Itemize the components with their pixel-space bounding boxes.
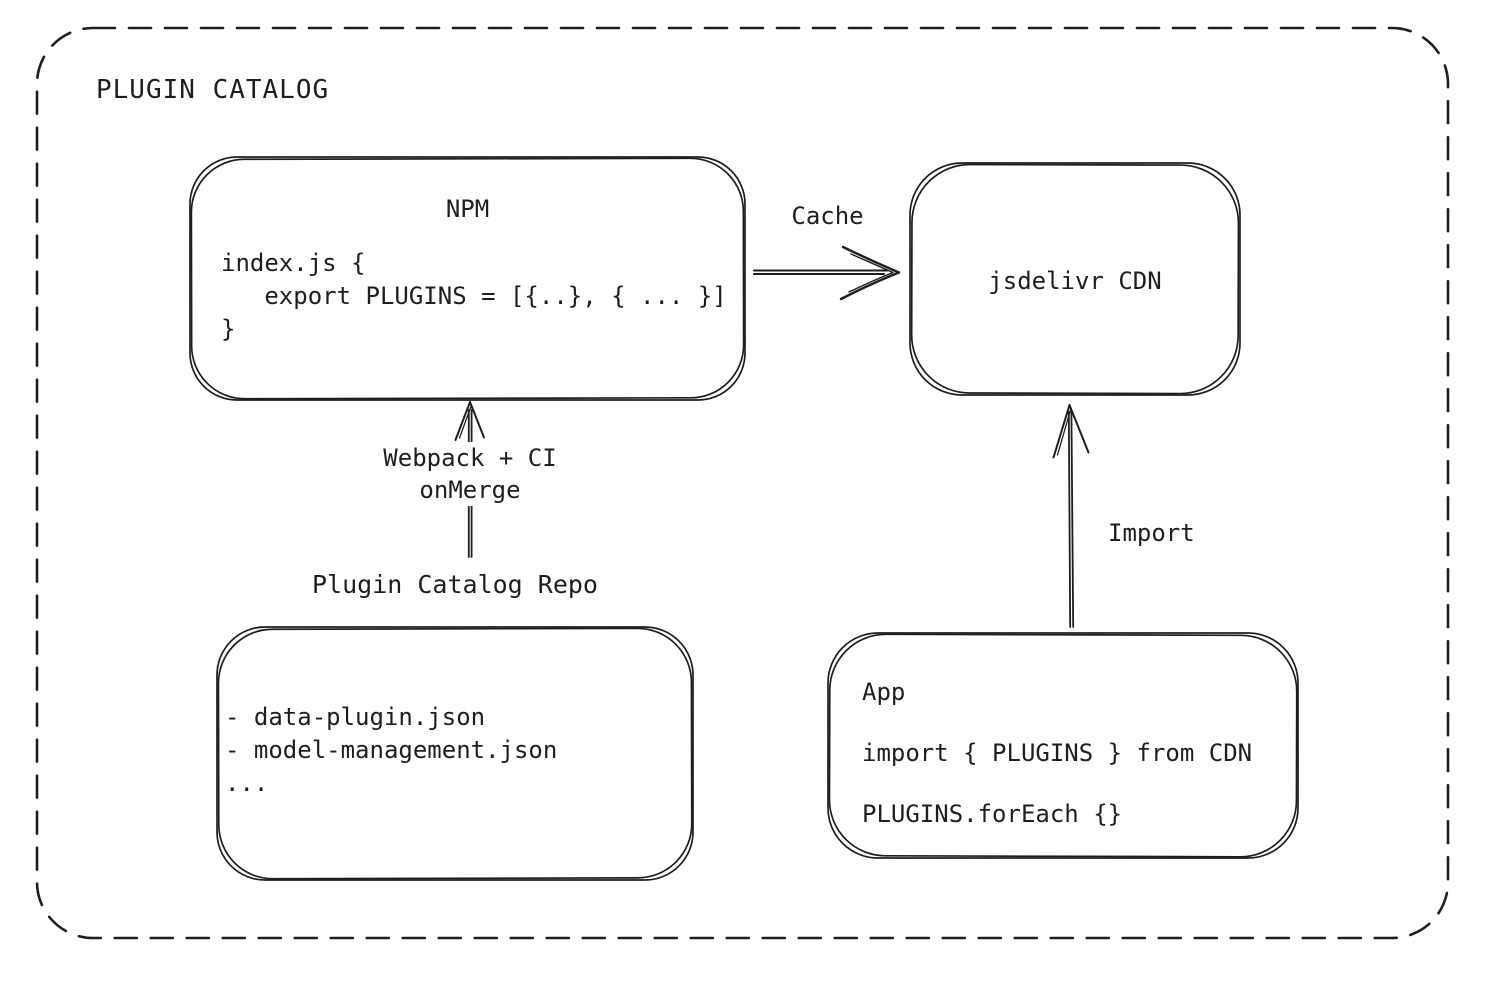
repo-box-title: Plugin Catalog Repo <box>312 570 598 599</box>
app-code-line: PLUGINS.forEach {} <box>862 800 1123 828</box>
build-arrow-label-line2: onMerge <box>419 476 521 504</box>
npm-box-outline <box>189 156 746 401</box>
import-arrow <box>1052 404 1090 628</box>
outer-dashed-boundary <box>35 26 1450 940</box>
npm-code-line: index.js { <box>221 249 366 277</box>
cdn-box-label: jsdelivr CDN <box>988 267 1162 295</box>
repo-file-item: - data-plugin.json <box>225 703 486 731</box>
app-box-outline <box>827 632 1299 859</box>
cache-arrow-label: Cache <box>791 202 864 230</box>
diagram-title: PLUGIN CATALOG <box>96 75 330 105</box>
import-arrow-label: Import <box>1108 519 1195 547</box>
npm-code-block: index.js { export PLUGINS = [{..}, { ...… <box>221 247 727 346</box>
npm-box-title: NPM <box>445 195 490 223</box>
repo-file-item: - model-management.json <box>225 736 558 764</box>
npm-code-line: export PLUGINS = [{..}, { ... }] <box>221 282 727 310</box>
repo-box-outline <box>216 626 694 881</box>
cache-arrow <box>753 245 901 301</box>
npm-code-line: } <box>221 315 236 343</box>
build-arrow-label-line1: Webpack + CI <box>383 444 557 472</box>
repo-file-item: ... <box>225 769 269 797</box>
repo-file-list: - data-plugin.json - model-management.js… <box>225 701 557 800</box>
app-box-title: App <box>862 678 906 706</box>
cdn-box-outline <box>909 162 1241 396</box>
build-arrow-label: Webpack + CI onMerge <box>352 442 588 506</box>
app-code-line: import { PLUGINS } from CDN <box>862 739 1253 767</box>
